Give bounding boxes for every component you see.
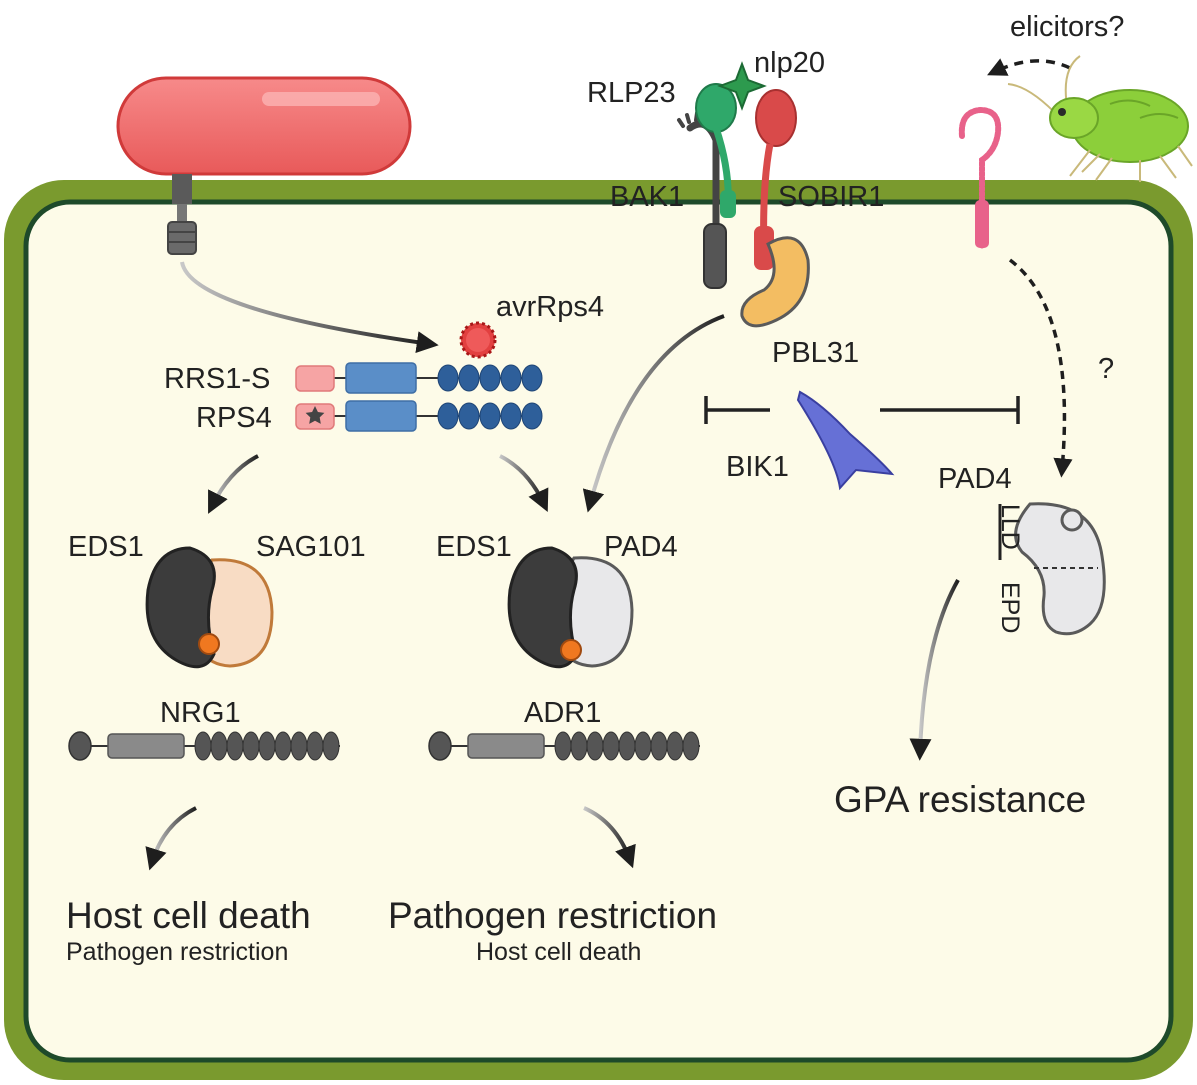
host-cell-death-sub-label: Host cell death — [476, 938, 641, 966]
arrow-to-host-cell-death — [145, 806, 197, 871]
star-icon — [305, 406, 325, 424]
arrow-pbl31-to-eds1-pad4 — [582, 314, 725, 513]
sag101-label: SAG101 — [256, 531, 366, 563]
pbl31-kinase — [740, 236, 810, 328]
pathogen-restriction-main-label: Pathogen restriction — [388, 895, 717, 936]
receptor-to-pad4-arrow — [1008, 258, 1073, 478]
rrs1s-protein — [295, 362, 543, 394]
aphid-icon — [1007, 55, 1193, 182]
epd-label: EPD — [996, 582, 1024, 633]
nlp20-star-icon — [717, 61, 767, 111]
t3ss-needle-icon — [167, 174, 197, 255]
pathogen-restriction-sub-label: Pathogen restriction — [66, 938, 288, 966]
avrrps4-effector-icon — [459, 321, 497, 359]
effector-delivery-arrow — [180, 261, 439, 354]
arrow-to-gpa-resistance — [909, 579, 960, 761]
bak1-label: BAK1 — [610, 181, 684, 213]
bik1-kinase — [796, 390, 895, 491]
nlp20-label: nlp20 — [754, 47, 825, 79]
rps4-label: RPS4 — [196, 402, 272, 434]
gpa-receptor — [958, 106, 1002, 249]
elicitors-label: elicitors? — [1010, 11, 1124, 43]
nrg1-label: NRG1 — [160, 697, 241, 729]
elicitor-arrow — [987, 58, 1071, 76]
sobir1-receptor — [754, 89, 797, 270]
pbl31-label: PBL31 — [772, 337, 859, 369]
sobir1-label: SOBIR1 — [778, 181, 884, 213]
bik1-label: BIK1 — [726, 451, 789, 483]
adr1-protein — [428, 731, 700, 761]
arrow-to-pathogen-restriction — [583, 806, 636, 869]
gpa-resistance-label: GPA resistance — [834, 779, 1086, 820]
bacterium-icon — [116, 76, 412, 176]
arrow-to-eds1-pad4 — [499, 454, 549, 512]
eds1-left-label: EDS1 — [68, 531, 144, 563]
lld-label: LLD — [996, 504, 1024, 550]
pad4-right-protein — [1014, 502, 1106, 636]
eds1-pad4-complex — [507, 546, 634, 669]
rrs1s-label: RRS1-S — [164, 363, 270, 395]
host-cell-death-main-label: Host cell death — [66, 895, 311, 936]
question-label: ? — [1098, 353, 1114, 385]
arrow-to-eds1-sag101 — [208, 454, 259, 514]
eds1-mid-label: EDS1 — [436, 531, 512, 563]
pad4-mid-label: PAD4 — [604, 531, 678, 563]
avrrps4-label: avrRps4 — [496, 291, 604, 323]
eds1-sag101-complex — [145, 546, 274, 669]
rlp23-receptor — [695, 83, 737, 218]
adr1-label: ADR1 — [524, 697, 601, 729]
rlp23-label: RLP23 — [587, 77, 676, 109]
rps4-protein — [295, 400, 543, 432]
pad4-right-label: PAD4 — [938, 463, 1012, 495]
nrg1-protein — [68, 731, 340, 761]
